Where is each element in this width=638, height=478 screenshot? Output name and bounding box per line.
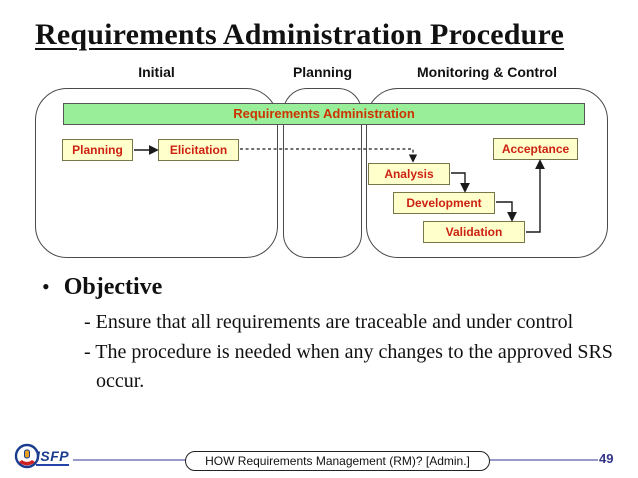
sub-bullet-traceable: - Ensure that all requirements are trace…	[84, 311, 574, 333]
process-box-planning: Planning	[62, 139, 133, 161]
bullet-dot: •	[42, 274, 50, 299]
process-box-validation: Validation	[423, 221, 525, 243]
footer-title-box: HOW Requirements Management (RM)? [Admin…	[185, 451, 490, 471]
isfp-logo-emblem-icon	[14, 443, 40, 469]
process-box-development: Development	[393, 192, 495, 214]
page-title: Requirements Administration Procedure	[35, 18, 565, 51]
sub-bullet-procedure: - The procedure is needed when any chang…	[84, 341, 613, 392]
isfp-logo: ISFP	[14, 443, 74, 470]
objective-heading: Objective	[63, 274, 163, 300]
process-box-analysis: Analysis	[368, 163, 450, 185]
process-box-acceptance: Acceptance	[493, 138, 578, 160]
phase-label-initial: Initial	[138, 64, 175, 80]
objective-bullet: • Objective	[42, 272, 162, 302]
page-number: 49	[599, 451, 614, 466]
objective-sub-bullets: - Ensure that all requirements are trace…	[84, 308, 632, 397]
phase-label-planning: Planning	[292, 64, 353, 80]
isfp-logo-text: ISFP	[36, 447, 70, 466]
requirements-administration-banner: Requirements Administration	[63, 103, 585, 125]
phase-label-monitoring-control: Monitoring & Control	[417, 64, 557, 80]
process-box-elicitation: Elicitation	[158, 139, 239, 161]
